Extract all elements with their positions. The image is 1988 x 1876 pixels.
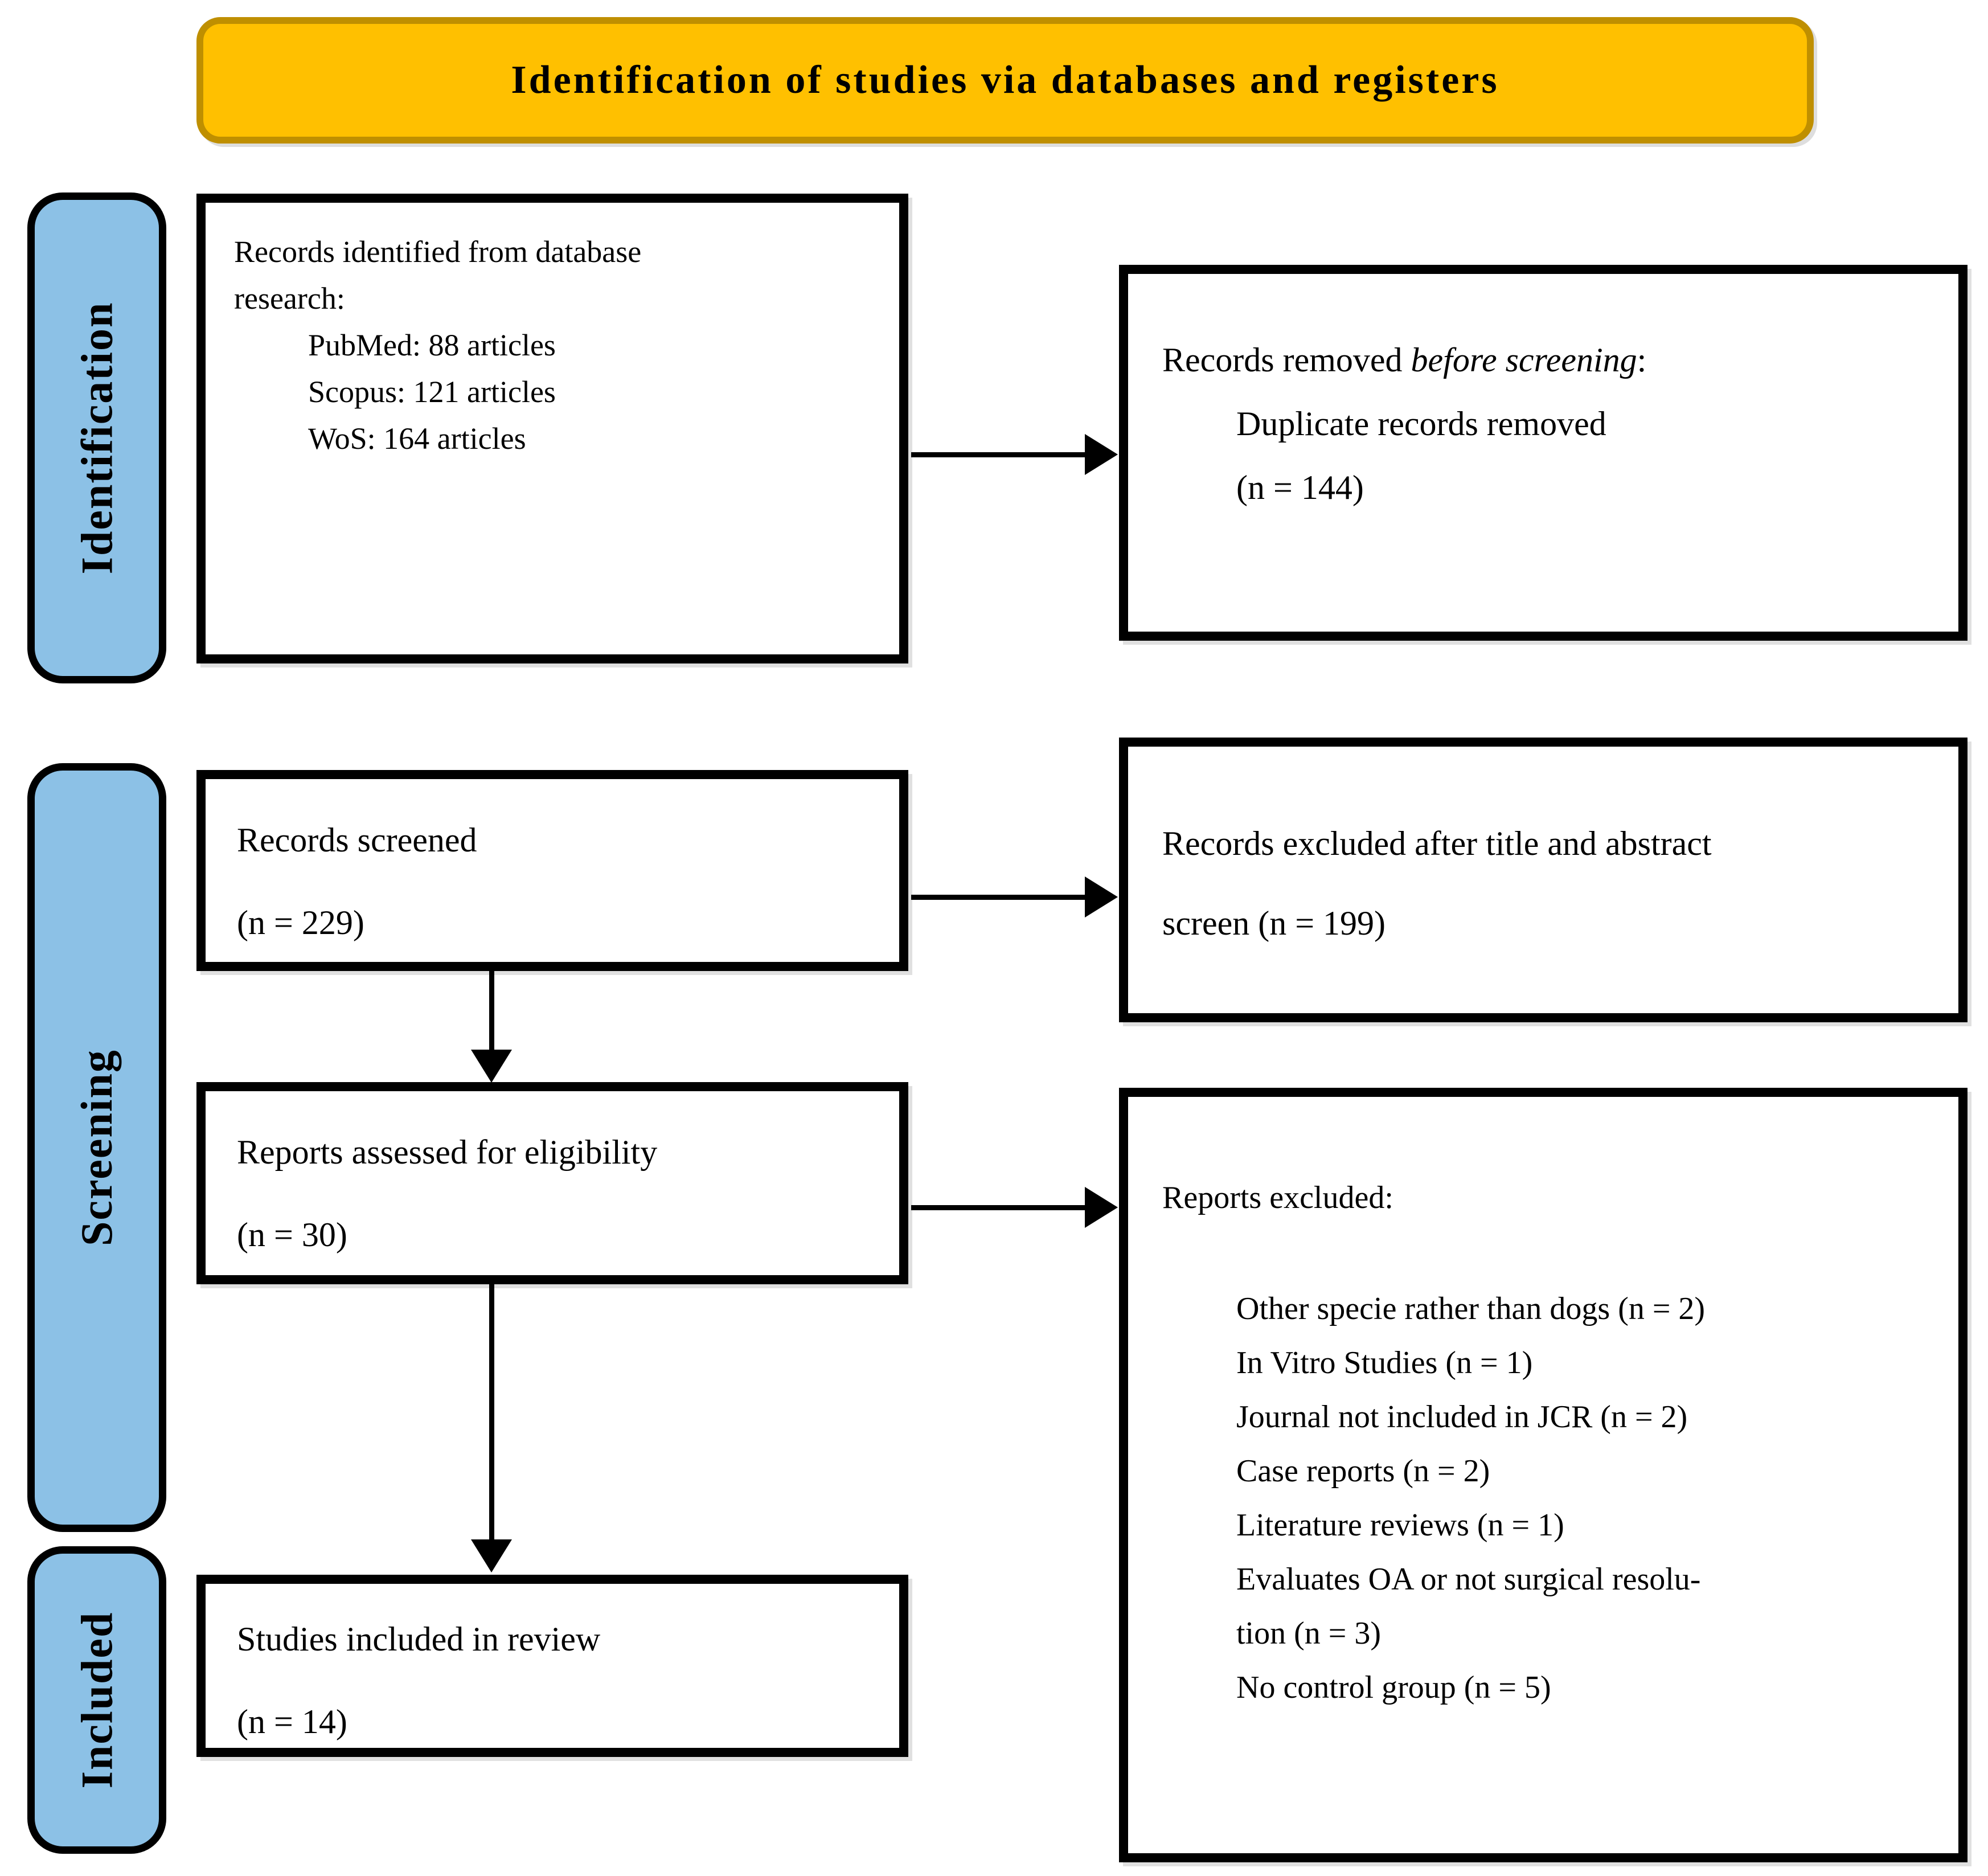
box-line: Reports assessed for eligibility [237, 1133, 658, 1171]
arrow-screened-to-excluded-stem [911, 895, 1088, 900]
box-line: Case reports (n = 2) [1236, 1453, 1490, 1489]
box-records-screened: Records screened (n = 229) [196, 770, 908, 971]
box-line: (n = 229) [237, 904, 364, 941]
stage-pill-screening: Screening [27, 763, 166, 1532]
arrow-screened-to-assessed-stem [489, 971, 494, 1052]
box-line: Records removed before screening: [1162, 328, 1941, 392]
arrow-assessed-to-included-stem [489, 1284, 494, 1542]
box-line: Scopus: 121 articles [308, 375, 556, 409]
box-line: Records screened [237, 821, 477, 859]
box-line: WoS: 164 articles [308, 421, 526, 456]
title-banner: Identification of studies via databases … [196, 17, 1814, 144]
box-line: Evaluates OA or not surgical resolu- [1236, 1562, 1701, 1597]
text-segment: : [1637, 341, 1647, 379]
arrow-screened-to-excluded-head [1085, 876, 1118, 917]
box-line: Reports excluded: [1162, 1180, 1393, 1215]
box-reports-assessed: Reports assessed for eligibility (n = 30… [196, 1082, 908, 1284]
box-line: Literature reviews (n = 1) [1236, 1508, 1564, 1543]
box-line: Duplicate records removed [1236, 405, 1606, 443]
box-line: (n = 144) [1236, 469, 1364, 506]
box-reports-excluded: Reports excluded: Other specie rather th… [1119, 1088, 1967, 1862]
arrow-identified-to-removed-stem [911, 452, 1088, 457]
box-line: No control group (n = 5) [1236, 1670, 1551, 1705]
box-line: Records excluded after title and abstrac… [1162, 825, 1712, 862]
box-line: tion (n = 3) [1236, 1616, 1381, 1651]
arrow-assessed-to-reports-excluded-head [1085, 1187, 1118, 1228]
stage-label-included: Included [72, 1611, 122, 1789]
box-studies-included: Studies included in review (n = 14) [196, 1575, 908, 1757]
box-records-identified: Records identified from database researc… [196, 194, 908, 663]
box-line: (n = 14) [237, 1703, 347, 1740]
box-line: Records identified from database [234, 235, 642, 269]
box-line: Journal not included in JCR (n = 2) [1236, 1399, 1688, 1435]
stage-label-screening: Screening [72, 1049, 122, 1246]
diagram-title: Identification of studies via databases … [511, 58, 1499, 102]
box-records-removed: Records removed before screening: Duplic… [1119, 265, 1967, 641]
box-line: PubMed: 88 articles [308, 328, 556, 362]
text-segment: Records removed [1162, 341, 1411, 379]
box-line: screen (n = 199) [1162, 904, 1386, 942]
box-line: In Vitro Studies (n = 1) [1236, 1345, 1533, 1381]
stage-label-identification: Identification [72, 301, 122, 575]
arrow-screened-to-assessed-head [471, 1050, 512, 1083]
stage-pill-identification: Identification [27, 192, 166, 683]
arrow-identified-to-removed-head [1085, 434, 1118, 475]
box-line: (n = 30) [237, 1216, 347, 1254]
stage-pill-included: Included [27, 1546, 166, 1854]
box-records-excluded-screen: Records excluded after title and abstrac… [1119, 738, 1967, 1022]
box-line: Studies included in review [237, 1620, 601, 1658]
text-segment-italic: before screening [1411, 341, 1637, 379]
box-line: research: [234, 281, 345, 316]
box-line: Other specie rather than dogs (n = 2) [1236, 1291, 1706, 1326]
arrow-assessed-to-included-head [471, 1539, 512, 1572]
arrow-assessed-to-reports-excluded-stem [911, 1205, 1088, 1210]
